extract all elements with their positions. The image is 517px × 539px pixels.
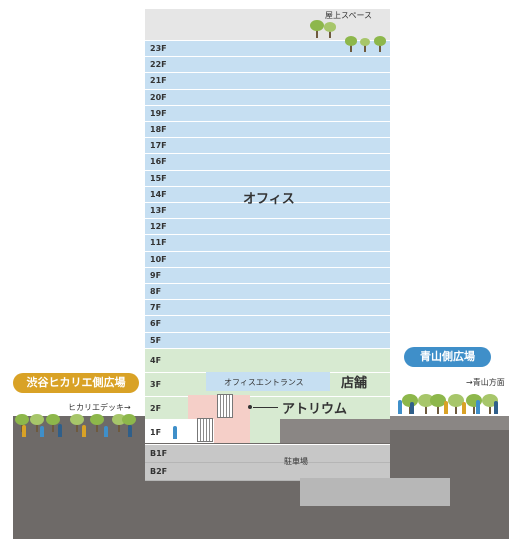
floor-5f: 5F bbox=[145, 332, 390, 349]
floor-20f: 20F bbox=[145, 89, 390, 106]
floor-label: 5F bbox=[150, 335, 162, 345]
floor-label: 11F bbox=[150, 238, 167, 248]
right-plaza-surface bbox=[390, 416, 509, 419]
floor-23f: 23F bbox=[145, 41, 390, 58]
floor-17f: 17F bbox=[145, 138, 390, 155]
floor-label: 15F bbox=[150, 173, 167, 183]
person-icon bbox=[40, 426, 44, 437]
floor-18f: 18F bbox=[145, 122, 390, 139]
person-icon bbox=[58, 424, 62, 437]
floor-21f: 21F bbox=[145, 73, 390, 90]
floor-label: 16F bbox=[150, 157, 167, 167]
floor-12f: 12F bbox=[145, 219, 390, 236]
floor-16f: 16F bbox=[145, 154, 390, 171]
floor-19f: 19F bbox=[145, 105, 390, 122]
atrium-label: アトリウム bbox=[282, 402, 348, 417]
floor-14f: 14F bbox=[145, 186, 390, 203]
floor-label: 20F bbox=[150, 92, 167, 102]
floor-1f: 1F bbox=[145, 421, 390, 445]
parking-lower-level bbox=[300, 478, 450, 506]
floor-label: 4F bbox=[150, 355, 162, 365]
floor-label: 6F bbox=[150, 319, 162, 329]
floor-8f: 8F bbox=[145, 284, 390, 301]
office-entrance-box bbox=[206, 372, 330, 391]
person-icon bbox=[476, 400, 480, 414]
person-icon bbox=[82, 425, 86, 437]
person-icon bbox=[494, 401, 498, 414]
floor-4f: 4F bbox=[145, 348, 390, 373]
floor-label: B2F bbox=[150, 466, 168, 476]
floor-label: B1F bbox=[150, 448, 168, 458]
floor-11f: 11F bbox=[145, 235, 390, 252]
floor-label: 22F bbox=[150, 60, 167, 70]
floor-label: 2F bbox=[150, 403, 162, 413]
escalator-upper bbox=[217, 394, 233, 418]
floor-10f: 10F bbox=[145, 251, 390, 268]
floor-22f: 22F bbox=[145, 57, 390, 74]
person-icon bbox=[398, 400, 402, 414]
floor-label: 19F bbox=[150, 108, 167, 118]
floor-label: 10F bbox=[150, 254, 167, 264]
floor-9f: 9F bbox=[145, 267, 390, 284]
person-icon bbox=[104, 426, 108, 437]
floor-label: 23F bbox=[150, 44, 167, 53]
floor-6f: 6F bbox=[145, 316, 390, 333]
left-plaza-pill: 渋谷ヒカリエ側広場 bbox=[13, 373, 139, 393]
floor-label: 18F bbox=[150, 125, 167, 134]
floor-label: 7F bbox=[150, 303, 162, 313]
right-direction-label: →青山方面 bbox=[466, 378, 505, 387]
rooftop-label: 屋上スペース bbox=[325, 11, 373, 20]
rooftop-space bbox=[145, 9, 390, 40]
floor-label: 13F bbox=[150, 206, 167, 215]
person-icon bbox=[128, 425, 132, 437]
floor-2f: 2F bbox=[145, 396, 390, 421]
office-zone-label: オフィス bbox=[243, 192, 295, 207]
person-icon bbox=[462, 402, 466, 414]
atrium-leader-dot bbox=[248, 405, 252, 409]
floor-13f: 13F bbox=[145, 203, 390, 220]
1f-green-block bbox=[250, 419, 280, 443]
floor-label: 8F bbox=[150, 287, 162, 296]
floor-15f: 15F bbox=[145, 170, 390, 187]
1f-gray-parking bbox=[280, 419, 390, 443]
floor-label: 9F bbox=[150, 270, 162, 280]
atrium-leader-line bbox=[253, 407, 278, 408]
floor-label: 3F bbox=[150, 379, 162, 389]
floor-label: 21F bbox=[150, 76, 167, 86]
person-icon bbox=[410, 402, 414, 414]
left-deck-label: ヒカリエデッキ→ bbox=[68, 403, 131, 412]
escalator-lower bbox=[197, 418, 213, 442]
person-icon bbox=[22, 425, 26, 437]
floor-b1f: B1F bbox=[145, 444, 390, 463]
right-plaza-pill: 青山側広場 bbox=[404, 347, 491, 367]
person-icon bbox=[444, 401, 448, 414]
retail-zone-label: 店舗 bbox=[341, 376, 368, 391]
atrium-pink-1f bbox=[214, 419, 250, 443]
floor-label: 12F bbox=[150, 222, 167, 232]
office-entrance-label: オフィスエントランス bbox=[224, 378, 304, 387]
parking-label: 駐車場 bbox=[284, 457, 308, 466]
floor-b2f: B2F bbox=[145, 462, 390, 481]
floor-7f: 7F bbox=[145, 300, 390, 317]
person-icon bbox=[173, 426, 177, 439]
floor-label: 17F bbox=[150, 141, 167, 151]
floor-label: 14F bbox=[150, 189, 167, 199]
floor-label: 1F bbox=[150, 427, 162, 437]
